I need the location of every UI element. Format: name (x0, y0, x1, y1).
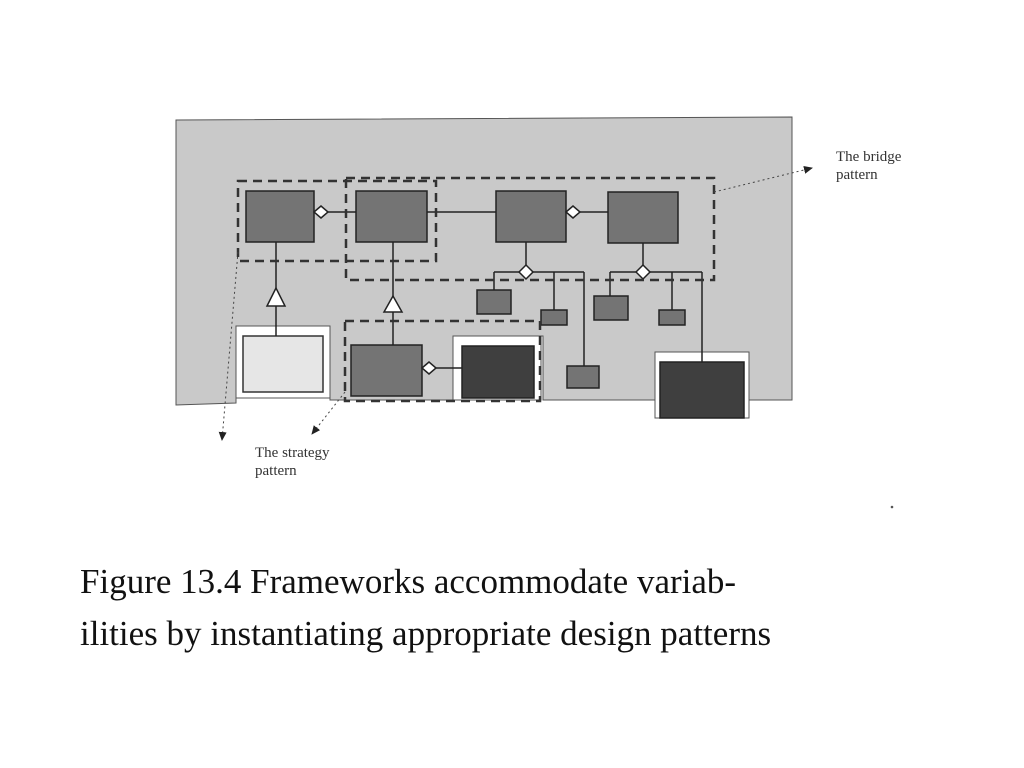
implementor-box (495, 190, 567, 243)
small-box-b (540, 309, 568, 326)
aggregation-diamond-5 (634, 263, 652, 281)
abstraction-box (245, 190, 315, 243)
small-box-a (476, 289, 512, 315)
inheritance-arrows (265, 286, 404, 313)
bridge-leader (713, 166, 813, 193)
small-box-d (593, 295, 629, 321)
strategy-pattern-label: The strategy pattern (255, 444, 330, 480)
aggregation-diamond-2 (564, 205, 582, 219)
context-box (350, 344, 423, 397)
strategy-boundary-bottom (343, 319, 542, 403)
caption-line2: ilities by instantiating appropriate des… (80, 614, 772, 653)
aggregation-diamond-3 (420, 361, 438, 375)
page-speck (890, 505, 894, 509)
refined-abstraction-box (355, 190, 428, 243)
bridge-pattern-label: The bridge pattern (836, 148, 901, 184)
aggregation-diamond-1 (312, 205, 330, 219)
small-box-c (566, 365, 600, 389)
bridge-label-line2: pattern (836, 167, 878, 183)
caption-line1: Figure 13.4 Frameworks accommodate varia… (80, 562, 737, 601)
strategy-leader-lower (311, 391, 346, 435)
leader-lines (218, 166, 813, 441)
concrete-box-dark-middle (461, 345, 535, 399)
concrete-box-light (242, 335, 324, 393)
class-boxes (245, 190, 686, 397)
bridge-label-line1: The bridge (836, 149, 902, 165)
bridge-boundary (344, 176, 716, 282)
aggregation-diamond-4 (517, 263, 535, 281)
inheritance-triangle-2 (382, 294, 404, 313)
concrete-box-dark-right (659, 361, 745, 419)
aggregation-diamonds (312, 205, 652, 375)
implementor-peer-box (607, 191, 679, 244)
pattern-boundaries (236, 176, 716, 403)
strategy-label-line2: pattern (255, 463, 297, 479)
figure-caption: Figure 13.4 Frameworks accommodate varia… (80, 556, 980, 660)
small-box-e (658, 309, 686, 326)
strategy-leader-upper (218, 251, 239, 441)
strategy-boundary-top (236, 179, 438, 263)
inheritance-triangle-1 (265, 286, 287, 307)
strategy-label-line1: The strategy (255, 445, 330, 461)
